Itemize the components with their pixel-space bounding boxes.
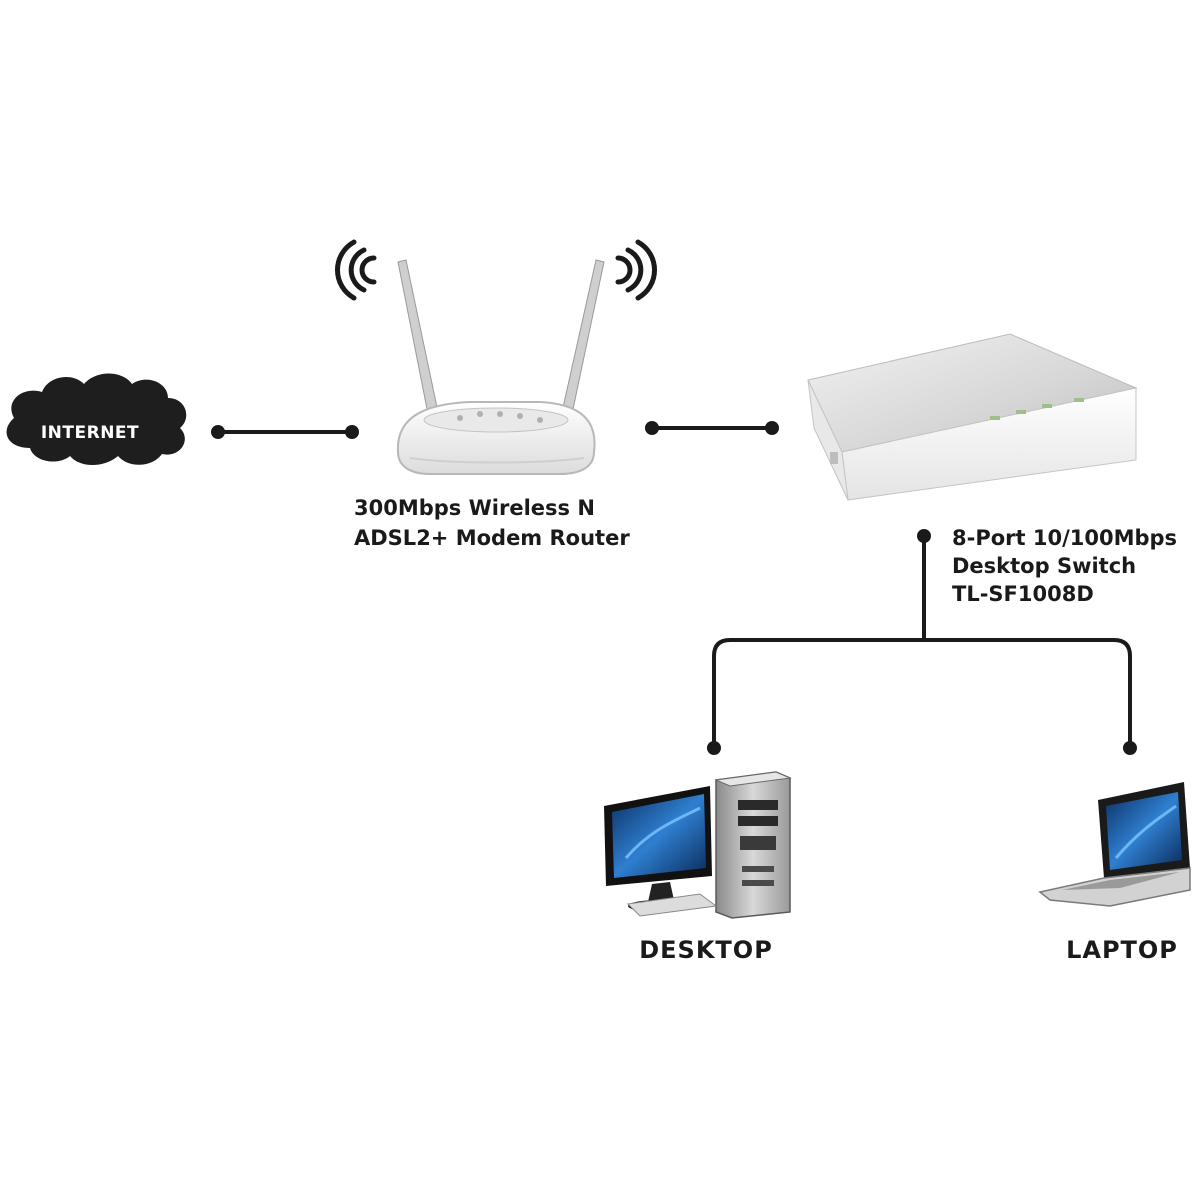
wifi-signal-icon bbox=[615, 239, 657, 301]
cloud-icon bbox=[6, 373, 187, 465]
router-label-line2: ADSL2+ Modem Router bbox=[354, 526, 630, 550]
router-label-line1: 300Mbps Wireless N bbox=[354, 496, 595, 520]
wifi-signal-icon bbox=[335, 239, 377, 301]
internet-node: INTERNET bbox=[6, 373, 187, 465]
laptop-icon bbox=[1038, 782, 1191, 907]
switch-icon bbox=[807, 333, 1138, 501]
desktop-label: DESKTOP bbox=[639, 936, 773, 964]
laptop-label: LAPTOP bbox=[1066, 936, 1178, 964]
laptop-node: LAPTOP bbox=[1038, 782, 1191, 964]
switch-label-line3: TL-SF1008D bbox=[952, 582, 1094, 606]
desktop-node: DESKTOP bbox=[604, 771, 792, 964]
router-node: 300Mbps Wireless N ADSL2+ Modem Router bbox=[335, 239, 657, 550]
router-icon bbox=[396, 401, 596, 475]
switch-label-line2: Desktop Switch bbox=[952, 554, 1136, 578]
connector-internet-router bbox=[211, 425, 359, 439]
connector-switch-clients bbox=[712, 536, 1132, 748]
internet-label: INTERNET bbox=[41, 423, 139, 443]
switch-label-line1: 8-Port 10/100Mbps bbox=[952, 526, 1177, 550]
desktop-computer-icon bbox=[604, 771, 792, 919]
connector-router-switch bbox=[645, 421, 779, 435]
connector-dots bbox=[707, 529, 1137, 755]
switch-node: 8-Port 10/100Mbps Desktop Switch TL-SF10… bbox=[807, 333, 1177, 606]
